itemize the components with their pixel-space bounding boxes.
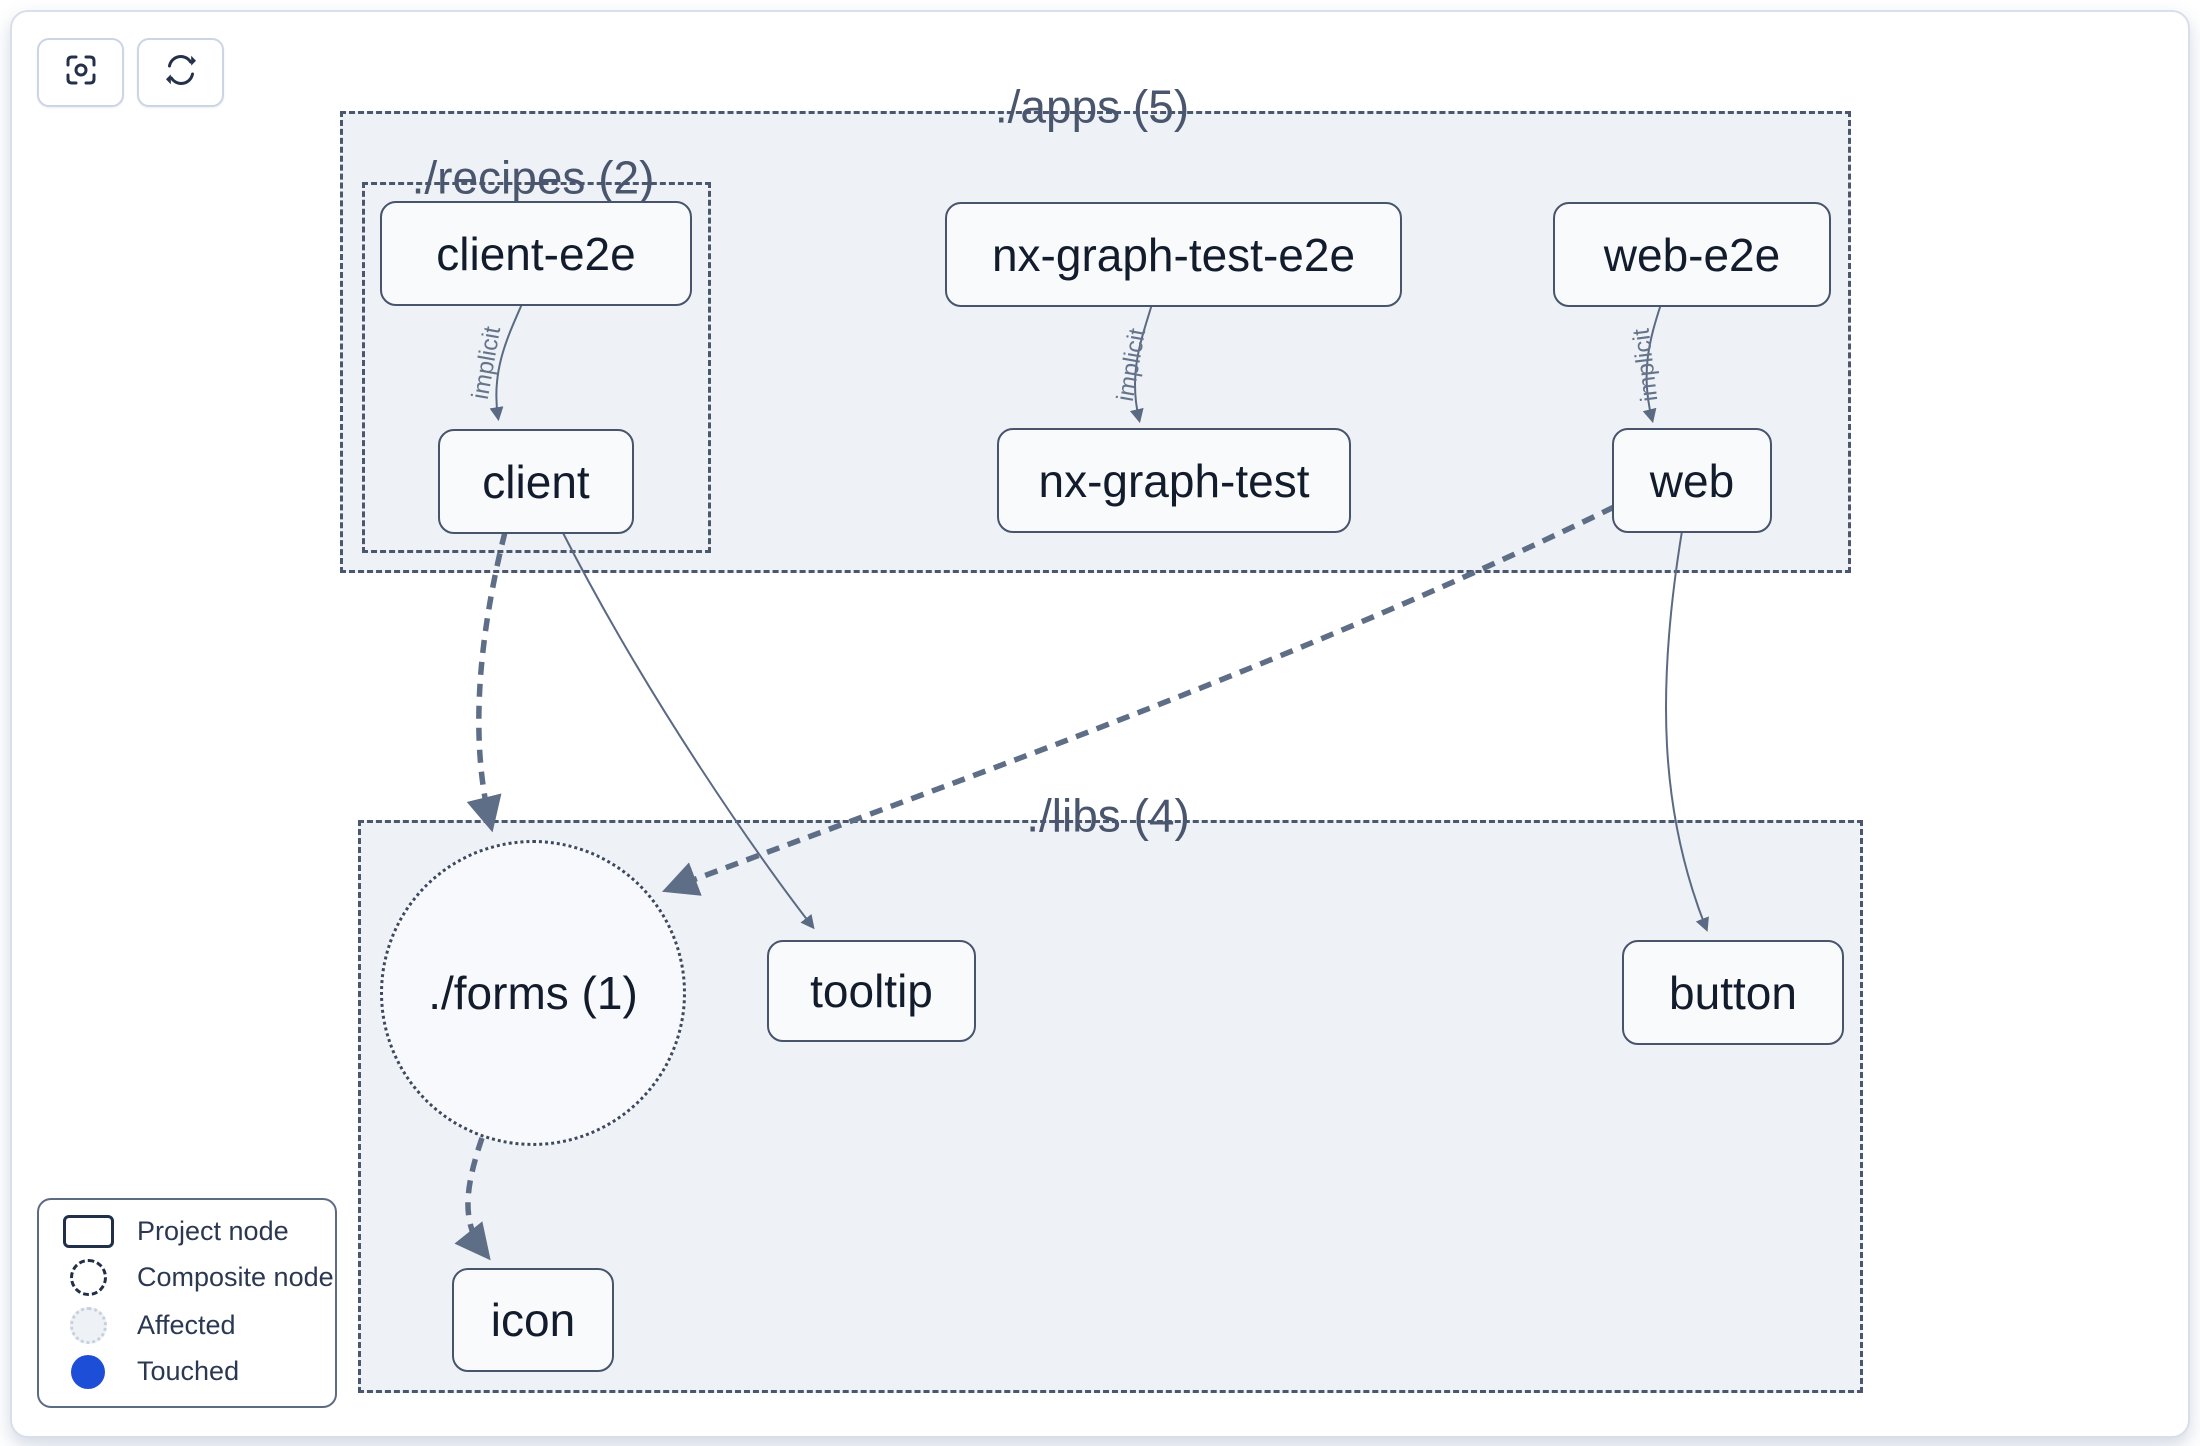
legend-label-project-node: Project node xyxy=(137,1216,289,1247)
node-icon[interactable]: icon xyxy=(452,1268,614,1372)
node-icon-label: icon xyxy=(490,1294,576,1346)
legend-label-touched: Touched xyxy=(137,1356,240,1387)
node-web[interactable]: web xyxy=(1612,428,1772,533)
composite-node-swatch xyxy=(69,1259,107,1297)
affected-swatch xyxy=(69,1306,107,1344)
node-nx-graph-test-e2e[interactable]: nx-graph-test-e2e xyxy=(945,202,1402,307)
node-nx-graph-test[interactable]: nx-graph-test xyxy=(997,428,1351,533)
focus-view-button[interactable] xyxy=(37,38,124,107)
node-nx-graph-test-e2e-label: nx-graph-test-e2e xyxy=(991,228,1356,281)
legend-row-composite-node: Composite node xyxy=(39,1259,335,1297)
node-client-e2e[interactable]: client-e2e xyxy=(380,201,692,306)
group-apps-label: ./apps (5) xyxy=(994,80,1190,133)
node-web-label: web xyxy=(1649,454,1735,507)
node-client-label: client xyxy=(482,455,590,508)
refresh-icon xyxy=(163,52,199,93)
legend: Project node Composite node Affected Tou… xyxy=(37,1198,337,1408)
group-recipes-label: ./recipes (2) xyxy=(411,151,655,204)
node-button[interactable]: button xyxy=(1622,940,1844,1045)
node-client-e2e-label: client-e2e xyxy=(436,227,636,280)
node-nx-graph-test-label: nx-graph-test xyxy=(1038,454,1310,507)
refresh-button[interactable] xyxy=(137,38,224,107)
legend-row-touched: Touched xyxy=(39,1354,335,1389)
crosshair-focus-icon xyxy=(63,52,99,93)
touched-swatch xyxy=(71,1354,105,1389)
node-button-label: button xyxy=(1669,966,1797,1019)
project-node-swatch xyxy=(62,1215,114,1249)
group-recipes xyxy=(362,182,711,553)
node-client[interactable]: client xyxy=(438,429,634,534)
composite-node-forms-label: ./forms (1) xyxy=(428,967,638,1019)
legend-label-affected: Affected xyxy=(137,1309,236,1340)
composite-node-forms[interactable]: ./forms (1) xyxy=(380,840,686,1146)
node-tooltip[interactable]: tooltip xyxy=(767,940,976,1042)
node-web-e2e[interactable]: web-e2e xyxy=(1553,202,1831,307)
legend-row-project-node: Project node xyxy=(39,1215,335,1249)
node-tooltip-label: tooltip xyxy=(810,965,933,1017)
group-libs-label: ./libs (4) xyxy=(1026,789,1190,842)
legend-row-affected: Affected xyxy=(39,1306,335,1344)
legend-label-composite-node: Composite node xyxy=(137,1262,334,1293)
node-web-e2e-label: web-e2e xyxy=(1603,228,1781,281)
